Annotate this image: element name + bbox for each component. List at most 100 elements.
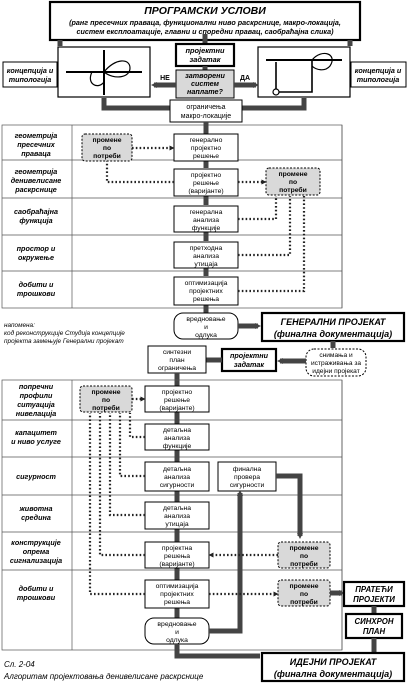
synthesis-box: синтезни план ограничења	[147, 345, 207, 374]
svg-text:задатак: задатак	[190, 55, 222, 64]
svg-text:денивелисане: денивелисане	[11, 176, 62, 185]
svg-text:геометрија: геометрија	[15, 167, 58, 176]
svg-text:ограничења: ограничења	[158, 365, 196, 372]
svg-text:потреби: потреби	[93, 152, 121, 160]
s2-box-optimization: оптимизација пројектних решења	[144, 579, 210, 609]
svg-text:концепција и: концепција и	[7, 66, 54, 75]
svg-text:и ниво услуге: и ниво услуге	[11, 437, 61, 446]
svg-text:капацитет: капацитет	[15, 428, 57, 437]
svg-text:одлука: одлука	[195, 332, 217, 339]
svg-text:функција: функција	[19, 216, 52, 225]
left-concept-label: концепција и типологија	[2, 61, 58, 88]
svg-text:детаљна: детаљна	[163, 466, 191, 473]
svg-text:пројектна: пројектна	[162, 545, 192, 552]
s2-box-structure-variants: пројектна решења (варијанте)	[144, 541, 210, 569]
s2-box-safety-analysis: детаљна анализа сигурности	[144, 461, 210, 492]
svg-text:ПРОЈЕКТИ: ПРОЈЕКТИ	[353, 595, 395, 604]
s2-change-a: промене по потреби	[79, 385, 133, 413]
svg-text:утицаја: утицаја	[194, 261, 217, 268]
s1-box-general-solution: генерално пројектно решење	[173, 133, 239, 162]
s1-box-variants: пројектно решење (варијанте)	[173, 168, 239, 197]
svg-text:пројектни: пројектни	[230, 351, 269, 360]
svg-text:ПРАТЕЋИ: ПРАТЕЋИ	[355, 585, 393, 594]
svg-text:решење: решење	[193, 153, 219, 160]
svg-text:генерална: генерална	[190, 209, 223, 216]
svg-text:напомена:: напомена:	[4, 322, 35, 329]
svg-text:пројектни: пројектни	[185, 46, 224, 55]
svg-text:идејни пројекат: идејни пројекат	[312, 368, 359, 375]
top-project-task-box: пројектни задатак	[174, 42, 236, 68]
header-subtitle-1: (ранг пресечних праваца, функционални ни…	[69, 18, 341, 27]
svg-text:животна: животна	[19, 504, 53, 513]
s1-row-label-1: геометрија пресечних праваца	[15, 131, 58, 158]
svg-text:саобраћајна: саобраћајна	[14, 207, 58, 216]
svg-text:добити и: добити и	[19, 280, 54, 289]
svg-text:конструкције: конструкције	[11, 538, 61, 547]
s1-box-general-analysis: генерална анализа функције	[173, 205, 239, 233]
svg-text:наплате?: наплате?	[187, 87, 223, 96]
svg-text:истраживања за: истраживања за	[311, 360, 361, 367]
svg-text:решење: решење	[193, 180, 219, 187]
svg-text:геометрија: геометрија	[15, 131, 58, 140]
closed-toll-decision: затворени систем наплате?	[175, 69, 235, 99]
final-safety-box: финална провера сигурности	[217, 461, 277, 492]
svg-text:и: и	[204, 324, 208, 331]
svg-text:по: по	[300, 591, 308, 598]
svg-text:промене: промене	[278, 171, 307, 178]
svg-text:пројектно: пројектно	[191, 145, 221, 152]
left-interchange-sketch	[57, 46, 151, 98]
svg-text:промене: промене	[289, 583, 318, 590]
svg-text:одлука: одлука	[166, 637, 188, 644]
svg-text:финална: финална	[233, 466, 262, 473]
s1-evaluation-box: вредновање и одлука	[173, 312, 239, 340]
s2-row-label-6: добити и трошкови	[17, 584, 56, 602]
s2-row-label-1: попречни профили ситуација нивелација	[16, 382, 56, 418]
svg-text:вредновање: вредновање	[157, 621, 196, 628]
svg-text:промене: промене	[92, 137, 121, 144]
s1-box-impact-analysis: претходна анализа утицаја	[173, 241, 239, 269]
survey-box: снимања и истраживања за идејни пројекат	[305, 348, 367, 377]
section1-grid	[1, 124, 343, 309]
svg-text:детаљна: детаљна	[163, 427, 191, 434]
svg-text:типологија: типологија	[9, 75, 52, 84]
s1-row-label-3: саобраћајна функција	[14, 207, 58, 225]
svg-text:(финална документација): (финална документација)	[274, 329, 392, 339]
svg-text:по: по	[289, 179, 297, 186]
svg-text:функције: функције	[163, 443, 192, 450]
svg-text:потреби: потреби	[290, 598, 318, 606]
svg-text:сигурности: сигурности	[230, 482, 265, 489]
svg-text:ситуација: ситуација	[17, 400, 55, 409]
s2-box-impact-analysis: детаљна анализа утицаја	[144, 501, 210, 530]
s2-box-function-analysis: детаљна анализа функције	[144, 423, 210, 451]
svg-text:трошкови: трошкови	[17, 593, 56, 602]
svg-text:функције: функције	[192, 225, 221, 232]
svg-text:план: план	[169, 357, 184, 364]
s2-change-c: промене по потреби	[277, 579, 331, 607]
figure-caption: Сл. 2-04 Алгоритам пројектовања денивели…	[3, 660, 204, 681]
svg-text:(варијанте): (варијанте)	[188, 188, 223, 195]
svg-text:анализа: анализа	[164, 474, 190, 481]
svg-text:пројектно: пројектно	[191, 172, 221, 179]
s1-change-right: промене по потреби	[265, 167, 321, 196]
svg-text:попречни: попречни	[19, 382, 54, 391]
svg-text:потреби: потреби	[92, 404, 120, 412]
svg-text:промене: промене	[289, 545, 318, 552]
decision-yes-label: ДА	[240, 75, 250, 82]
svg-text:по: по	[103, 145, 111, 152]
reconstruction-note: напомена: код реконструкције Студија кон…	[4, 322, 125, 345]
svg-text:пројектних: пројектних	[160, 591, 194, 598]
svg-text:профили: профили	[20, 391, 53, 400]
accompanying-projects-box: ПРАТЕЋИ ПРОЈЕКТИ	[342, 580, 406, 608]
svg-text:решења: решења	[193, 296, 219, 303]
svg-text:решења: решења	[164, 553, 190, 560]
svg-text:провера: провера	[234, 474, 260, 481]
s2-row-label-4: животна средина	[19, 504, 53, 522]
svg-text:потреби: потреби	[279, 186, 307, 194]
svg-text:сигурност: сигурност	[16, 472, 56, 481]
svg-text:праваца: праваца	[21, 149, 51, 158]
s2-box-variants: пројектно решење (варијанте)	[144, 385, 210, 413]
s2-row-label-3: сигурност	[16, 472, 56, 481]
svg-text:пројектно: пројектно	[162, 389, 192, 396]
svg-text:анализа: анализа	[193, 253, 219, 260]
svg-text:добити и: добити и	[19, 584, 54, 593]
